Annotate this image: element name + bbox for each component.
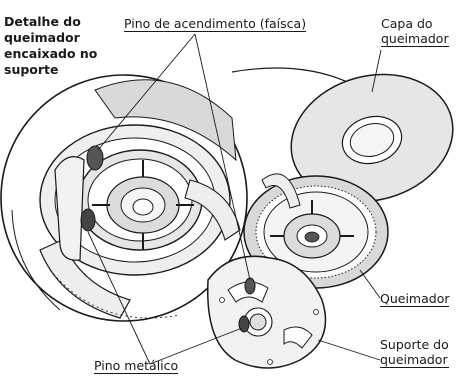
metal-pin-label: Pino metálico <box>94 358 179 374</box>
detail-caption: Detalhe do queimador encaixado no suport… <box>4 14 97 78</box>
exploded-view <box>206 67 454 369</box>
support-label: Suporte do queimador <box>380 337 449 368</box>
burner-label: Queimador <box>380 291 450 307</box>
support-label-line-2: queimador <box>380 352 449 368</box>
detail-caption-line-4: suporte <box>4 62 59 77</box>
leader-metal-exploded <box>149 327 243 365</box>
support-label-line-1: Suporte do <box>380 337 449 352</box>
leader-support <box>317 339 381 361</box>
detail-caption-line-2: queimador <box>4 30 80 45</box>
leader-metal-detail <box>87 231 151 365</box>
detail-caption-line-1: Detalhe do <box>4 14 81 29</box>
leader-burner <box>359 269 381 299</box>
leader-cap <box>371 49 382 93</box>
detail-view <box>0 74 248 322</box>
leader-lines <box>87 33 382 365</box>
leader-ignition-exploded <box>194 33 251 281</box>
cap-label-line-2: queimador <box>381 31 449 47</box>
detail-caption-line-3: encaixado no <box>4 46 98 61</box>
cap-label-line-1: Capa do <box>381 16 433 31</box>
ignition-pin-label: Pino de acendimento (faísca) <box>124 16 307 32</box>
leader-ignition-detail <box>97 33 196 151</box>
cap-label: Capa do queimador <box>381 16 449 47</box>
